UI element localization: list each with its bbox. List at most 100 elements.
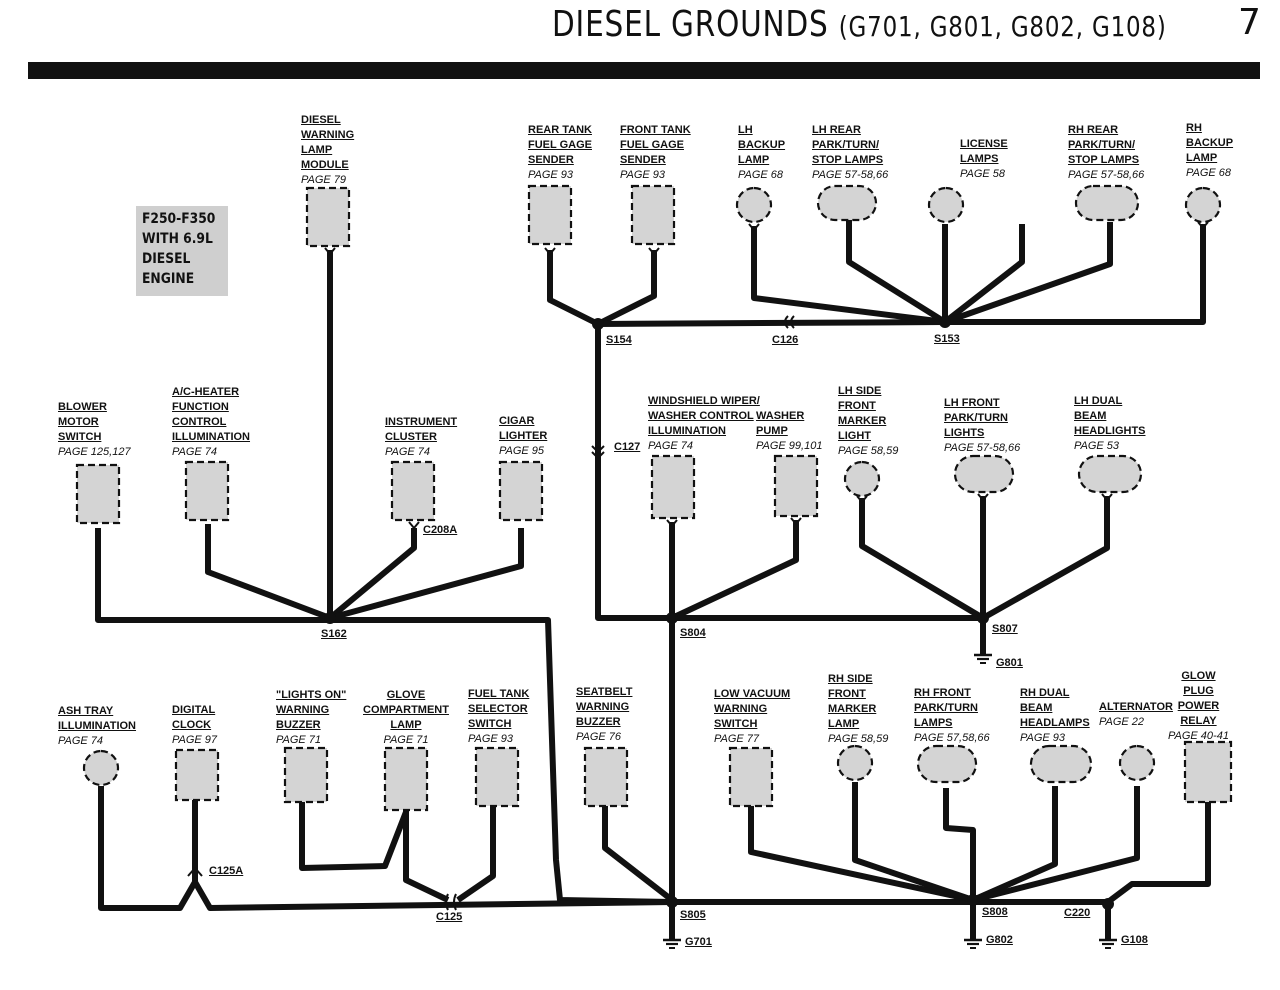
component-name-line: LH — [738, 124, 753, 136]
connector-chevron — [1101, 493, 1113, 502]
wire — [597, 319, 946, 327]
windshield-wiper-washer-control-illumination-symbol — [650, 454, 696, 520]
tag-c127: C127 — [614, 441, 641, 453]
wire — [329, 528, 524, 621]
diesel-warning-lamp-module-symbol — [305, 186, 351, 248]
tag-s805: S805 — [680, 909, 706, 921]
tag-c125a: C125A — [209, 865, 244, 877]
wire — [98, 786, 198, 911]
wire — [852, 782, 974, 903]
component-name-line: PLUG — [1183, 685, 1214, 697]
connector-chevron — [544, 247, 556, 256]
component-name-line: LAMP — [738, 154, 770, 166]
page-reference: PAGE 22 — [1099, 716, 1145, 728]
fuel-tank-selector-switch-symbol — [474, 746, 520, 808]
tag-g108: G108 — [1121, 934, 1148, 946]
wire — [751, 226, 946, 325]
wire — [456, 806, 496, 903]
vehicle-applicability-box: F250-F350 WITH 6.9L DIESEL ENGINE — [136, 206, 228, 296]
tag-c126: C126 — [772, 334, 799, 346]
component-name-line: REAR TANK — [528, 124, 592, 136]
lh-dual-beam-headlights-symbol — [1077, 454, 1143, 494]
connector-chevron — [666, 519, 678, 528]
wire — [1105, 802, 1211, 940]
component-name-line: FRONT TANK — [620, 124, 691, 136]
tag-s804: S804 — [680, 627, 706, 639]
page-reference: PAGE 40-41 — [1168, 730, 1229, 742]
wire — [945, 224, 1206, 325]
component-name-line: GLOVE — [386, 689, 426, 701]
ash-tray-illumination-symbol — [82, 749, 120, 787]
page-reference: PAGE 125,127 — [58, 446, 131, 458]
vehicle-line: F250-F350 — [142, 211, 216, 227]
title-sub: (G701, G801, G802, G108) — [838, 10, 1167, 43]
wire — [670, 520, 799, 621]
page-reference: PAGE 57,58,66 — [914, 732, 990, 744]
page-reference: PAGE 53 — [1074, 440, 1120, 452]
component-name-line: SENDER — [620, 154, 666, 166]
component-name-line: WASHER — [756, 410, 805, 422]
vehicle-line: WITH 6.9L — [142, 231, 213, 247]
inline-connector-c125 — [445, 893, 457, 911]
component-name-line: A/C-HEATER — [172, 386, 240, 398]
page-reference: PAGE 93 — [1020, 732, 1066, 744]
wire — [602, 806, 674, 903]
page-reference: PAGE 93 — [468, 733, 514, 745]
component-name-line: WARNING — [576, 701, 630, 713]
connector-chevron — [324, 247, 336, 256]
component-name-line: DIESEL — [301, 114, 341, 126]
component-name-line: LAMPS — [914, 717, 953, 729]
seatbelt-warning-buzzer-symbol — [583, 746, 629, 808]
component-name-line: SWITCH — [58, 431, 102, 443]
lh-side-front-marker-light-symbol — [843, 460, 881, 498]
page-reference: PAGE 58,59 — [838, 445, 899, 457]
lh-rear-park-turn-stop-lamps-symbol — [816, 184, 878, 222]
page-reference: PAGE 58,59 — [828, 733, 889, 745]
connector-chevron — [408, 521, 420, 530]
page-reference: PAGE 95 — [499, 445, 545, 457]
component-name-line: LOW VACUUM — [714, 688, 791, 700]
low-vacuum-warning-switch-symbol — [728, 746, 774, 808]
component-name-line: RELAY — [1180, 715, 1217, 727]
component-name-line: GLOW — [1181, 670, 1216, 682]
splice-dot — [666, 896, 678, 908]
component-name-line: STOP LAMPS — [812, 154, 884, 166]
page-reference: PAGE 74 — [648, 440, 694, 452]
wire — [595, 324, 672, 621]
connector-chevron — [648, 247, 660, 256]
wire — [846, 220, 947, 325]
rear-tank-fuel-gage-sender-symbol — [527, 184, 573, 246]
splice-dot — [324, 612, 336, 624]
glove-compartment-lamp-symbol — [383, 746, 429, 812]
wire — [192, 790, 673, 911]
component-name-line: RH — [1186, 122, 1202, 134]
wire — [972, 786, 1140, 903]
component-name-line: PARK/TURN — [914, 702, 978, 714]
component-name-line: PARK/TURN/ — [1068, 139, 1136, 151]
connector-chevron — [1197, 221, 1209, 230]
tag-s808: S808 — [982, 906, 1008, 918]
component-name-line: MODULE — [301, 159, 349, 171]
component-name-line: MARKER — [838, 415, 887, 427]
splice-dot — [967, 894, 979, 906]
tag-s807: S807 — [992, 623, 1018, 635]
component-name-line: CLUSTER — [385, 431, 437, 443]
component-name-line: FRONT — [838, 400, 876, 412]
component-name-line: BACKUP — [738, 139, 786, 151]
inline-connector-c127 — [591, 445, 605, 460]
wire — [547, 250, 600, 327]
component-name-line: RH DUAL — [1020, 687, 1070, 699]
component-name-line: ALTERNATOR — [1099, 701, 1173, 713]
inline-connector-c125a — [187, 866, 203, 877]
tag-g701: G701 — [685, 936, 712, 948]
connector-chevron — [856, 495, 868, 504]
component-name-line: INSTRUMENT — [385, 416, 458, 428]
page-reference: PAGE 76 — [576, 731, 622, 743]
